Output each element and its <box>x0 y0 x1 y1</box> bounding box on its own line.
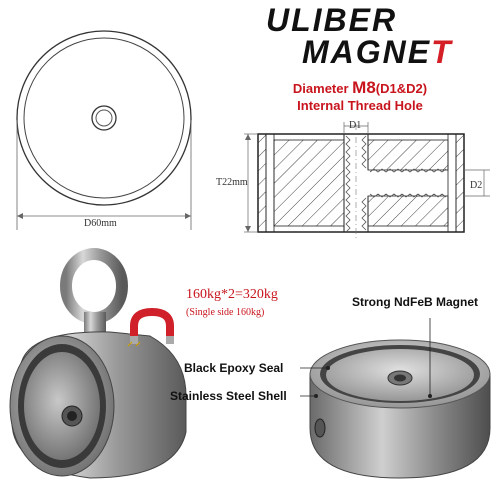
thread-prefix: Diameter <box>292 81 353 96</box>
load-capacity-text: 160kg*2=320kg <box>186 287 278 302</box>
thread-suffix: (D1&D2) <box>375 81 428 96</box>
shell-feature-label: Stainless Steel Shell <box>170 389 287 403</box>
eyebolt-magnet-illustration <box>9 248 187 479</box>
thread-size: M8 <box>352 78 376 97</box>
brand-name-text: ULIBER <box>266 2 398 38</box>
brand-subname-text: MAGNE <box>302 34 432 70</box>
diameter-dimension-label: D60mm <box>84 218 117 229</box>
cylinder-magnet-illustration <box>300 318 491 479</box>
d2-dimension-label: D2 <box>470 180 483 191</box>
brand-accent-letter: T <box>431 34 453 70</box>
epoxy-feature-label: Black Epoxy Seal <box>184 361 284 375</box>
thread-info-title: Diameter M8(D1&D2) Internal Thread Hole <box>270 78 450 113</box>
thread-description: Internal Thread Hole <box>297 98 423 113</box>
magnet-feature-label: Strong NdFeB Magnet <box>352 295 478 309</box>
d1-dimension-label: D1 <box>349 120 362 131</box>
single-side-capacity-text: (Single side 160kg) <box>186 307 265 318</box>
height-dimension-label: T22mm <box>216 177 248 188</box>
top-view-drawing <box>16 30 192 230</box>
horseshoe-magnet-icon <box>127 308 174 347</box>
cross-section-drawing <box>244 122 490 238</box>
brand-logo-line1: ULIBER <box>266 2 397 39</box>
brand-logo-line2: MAGNET <box>302 34 453 71</box>
